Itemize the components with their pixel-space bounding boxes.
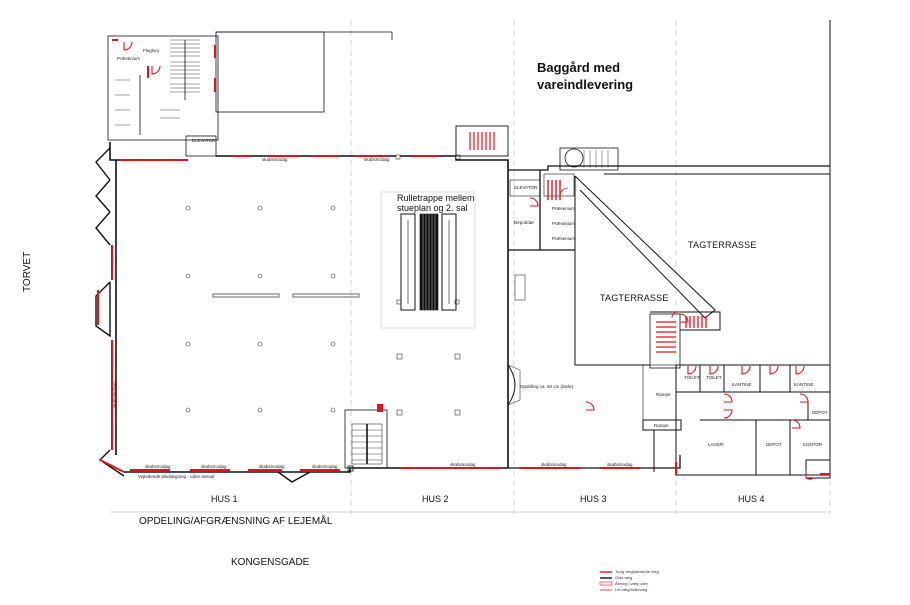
- window-note: skabsmodag: [607, 462, 633, 467]
- curved-note: Opstilling ca. 60 cm (tavle): [520, 384, 574, 389]
- room-label-kantine-1: KANTINE: [732, 382, 752, 387]
- planning-note: Vejledende planlægning - uden ansvar: [138, 474, 215, 479]
- stair-block-top-left: [107, 31, 393, 141]
- terrace-label-2: TAGTERRASSE: [600, 293, 669, 303]
- room-label-depot-1: DEPOT: [812, 410, 828, 415]
- legend-item: Let væg/skillevæg: [615, 587, 648, 592]
- escalator-note-2: stueplan og 2. sal: [397, 203, 468, 213]
- window-note: skabsmodag: [312, 464, 338, 469]
- legend-symbols: [599, 571, 613, 591]
- window-note: skabsmodag: [201, 464, 227, 469]
- hus4-rooms: [642, 364, 831, 479]
- window-note: skabsmodag: [450, 462, 476, 467]
- window-note: skabsmodag: [112, 382, 117, 408]
- window-note: skabsmodag: [145, 464, 171, 469]
- window-note: skabsmodag: [262, 157, 288, 162]
- facade-bays-left: [95, 147, 125, 477]
- stair-terrace: [649, 311, 707, 369]
- title-line-2: vareindlevering: [537, 77, 634, 92]
- beams: [212, 293, 360, 298]
- elevator-box-left: [185, 135, 217, 157]
- legend-item: Tung væg/bærende væg: [615, 569, 659, 574]
- section-label-hus3: HUS 3: [580, 494, 607, 504]
- street-label-left: TORVET: [22, 251, 33, 292]
- room-label-praesenium-a: Præsenium: [552, 206, 576, 211]
- window-note: skabsmodag: [541, 462, 567, 467]
- division-label: OPDELING/AFGRÆNSNING AF LEJEMÅL: [139, 516, 333, 527]
- room-label-kantine-2: KANTINE: [794, 382, 814, 387]
- outer-wall-main: [109, 142, 509, 473]
- room-label-praesenium-b: Præsenium: [552, 221, 576, 226]
- terrace-label-1: TAGTERRASSE: [688, 240, 757, 250]
- legend-item: Glas væg: [615, 575, 633, 580]
- room-label-depot-2: DEPOT: [766, 442, 782, 447]
- section-label-hus2: HUS 2: [422, 494, 449, 504]
- window-note: skabsmodag: [364, 157, 390, 162]
- room-label-toilet-2: TOILET: [706, 375, 722, 380]
- room-label-toilet-1: TOILET: [684, 375, 700, 380]
- room-label-elevator-2: ELEVATOR: [514, 185, 538, 190]
- room-label-rampe-note: Rampe: [656, 392, 671, 397]
- columns: [185, 154, 461, 416]
- bottom-bay: [277, 471, 311, 483]
- room-label-flugtvej: Flugtvej: [143, 48, 159, 53]
- section-label-hus1: HUS 1: [211, 494, 238, 504]
- stair-hus3-top: [547, 147, 619, 200]
- terrace-outline: [574, 20, 831, 368]
- room-label-praesenium-top: Præsenium: [117, 56, 141, 61]
- window-note: skabsmodag: [259, 464, 285, 469]
- stair-hus2: [344, 404, 388, 472]
- street-label-bottom: KONGENSGADE: [231, 557, 310, 568]
- room-label-elevator-1: ELEVATOR: [192, 138, 216, 143]
- room-label-praesenium-c: Præsenium: [552, 236, 576, 241]
- section-label-hus4: HUS 4: [738, 494, 765, 504]
- room-label-kontor: KONTOR: [803, 442, 823, 447]
- escalator-note-1: Rulletrappe mellem: [397, 193, 475, 203]
- room-label-lager: LAGER: [708, 442, 724, 447]
- glass-wall-bottom: [130, 467, 500, 471]
- stair-box-hus2-top: [455, 125, 509, 157]
- glass-wall-left: [97, 245, 125, 473]
- title-line-1: Baggård med: [537, 60, 621, 75]
- room-label-rampe: Rampe: [654, 423, 669, 428]
- glass-wall-hus3-4: [520, 462, 830, 475]
- room-label-depot-small: Depot/dør: [514, 220, 535, 225]
- legend-item: Åbning i væg uden: [615, 581, 649, 586]
- red-wall-marks-top-left: [112, 39, 216, 92]
- escalator: [380, 191, 476, 329]
- hus4-doors: [123, 41, 815, 480]
- hus3-walls: [507, 165, 830, 469]
- glass-wall-top: [120, 155, 440, 161]
